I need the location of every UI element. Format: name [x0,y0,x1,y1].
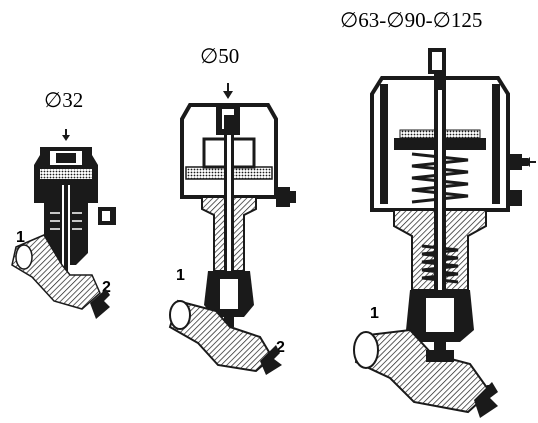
valve-32-port-1-label: 1 [16,229,25,246]
valve-50-drawing [160,75,300,375]
valve-32-port-2-label: 2 [102,279,111,296]
valve-63-125-drawing [350,40,538,423]
valve-63-125-size-label: ∅63-∅90-∅125 [340,8,483,32]
valve-32-size-label: ∅32 [44,88,84,112]
valve-50-size-label: ∅50 [200,44,240,68]
valve-50-port-2-label: 2 [276,339,285,356]
valve-50-port-1-label: 1 [176,267,185,284]
valve-63-125-port-1-label: 1 [370,305,379,322]
valve-32-drawing [10,125,125,325]
